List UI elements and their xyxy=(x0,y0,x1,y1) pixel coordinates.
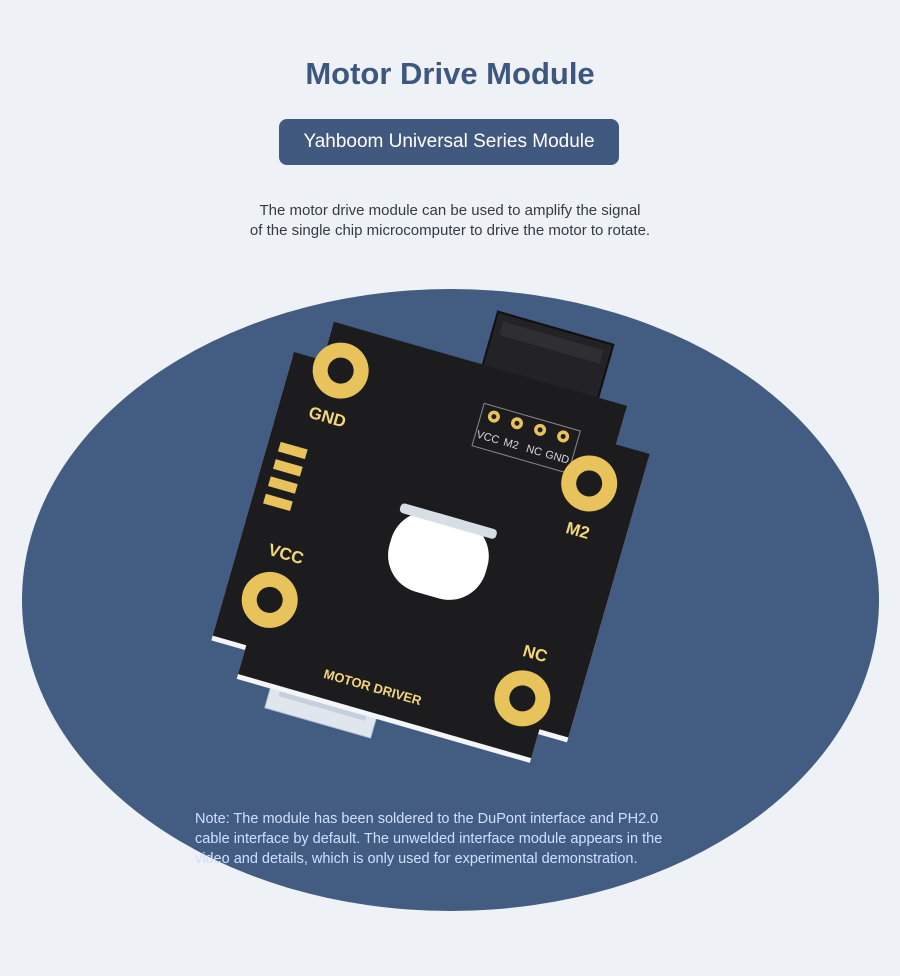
note-line: video and details, which is only used fo… xyxy=(195,851,638,867)
edge-contacts xyxy=(263,441,308,512)
header-pin-label: NC xyxy=(525,443,544,459)
pin-header-outline xyxy=(471,402,581,474)
description-line: of the single chip microcomputer to driv… xyxy=(249,222,651,239)
header-pin-label: M2 xyxy=(502,436,520,452)
note-line: cable interface by default. The unwelded… xyxy=(195,831,663,847)
top-connector-face xyxy=(499,321,604,364)
series-badge: Yahboom Universal Series Module xyxy=(279,119,619,165)
center-cutout-shadow xyxy=(399,503,497,539)
module-description: The motor drive module can be used to am… xyxy=(0,201,900,241)
description-line: The motor drive module can be used to am… xyxy=(259,202,641,219)
center-cutout xyxy=(388,511,489,600)
note-line: Note: The module has been soldered to th… xyxy=(195,811,659,827)
note-text: Note: The module has been soldered to th… xyxy=(195,809,755,869)
page-title: Motor Drive Module xyxy=(305,56,595,91)
